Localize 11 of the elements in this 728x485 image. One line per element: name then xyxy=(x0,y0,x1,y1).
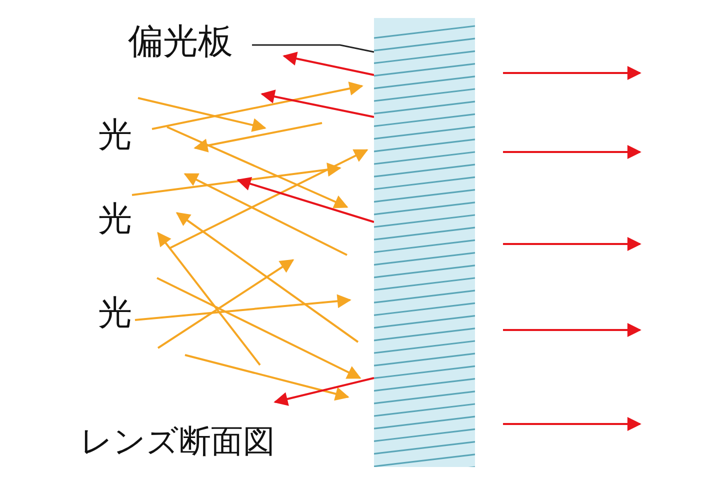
caption-text: レンズ断面図 xyxy=(80,421,275,462)
reflected-light-arrow xyxy=(236,177,374,223)
reflected-light-arrow xyxy=(282,52,374,76)
reflected-light-arrow xyxy=(274,377,374,406)
light-label: 光 xyxy=(98,114,132,157)
plate-label: 偏光板 xyxy=(128,22,233,62)
polarizer-plate xyxy=(374,18,475,467)
light-label: 光 xyxy=(98,198,132,241)
light-label: 光 xyxy=(98,292,132,335)
leader-line xyxy=(252,44,374,53)
reflected-light-arrow xyxy=(260,90,374,118)
